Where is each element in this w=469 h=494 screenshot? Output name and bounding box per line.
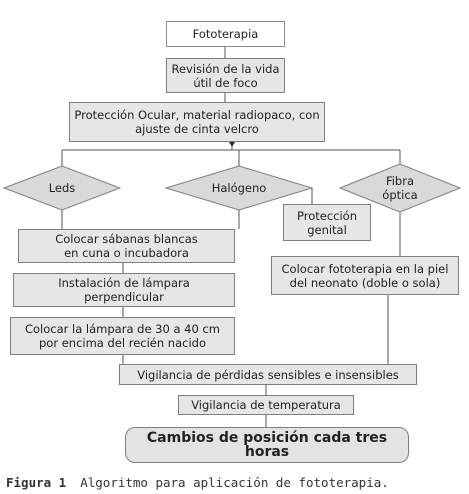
caption-label: Figura 1: [6, 475, 67, 490]
node-proteccion-genital: Protección genital: [283, 204, 371, 241]
node-cambios-posicion: Cambios de posición cada tres horas: [125, 427, 409, 463]
diamond-fibra-optica: [338, 163, 462, 213]
node-colocar-fototerapia-piel: Colocar fototerapia en la piel del neona…: [271, 256, 459, 295]
caption-text: Algoritmo para aplicación de fototerapia…: [80, 475, 389, 490]
diamond-leds: [2, 165, 122, 211]
node-vigilancia-perdidas: Vigilancia de pérdidas sensibles e insen…: [119, 364, 417, 385]
node-colocar-sabanas: Colocar sábanas blancas en cuna o incuba…: [18, 229, 235, 263]
node-revision-foco: Revisión de la vida útil de foco: [166, 58, 285, 93]
node-instalacion-lampara: Instalación de lámpara perpendicular: [13, 273, 235, 307]
label-leds: Leds: [48, 181, 76, 195]
node-vigilancia-temperatura: Vigilancia de temperatura: [178, 395, 354, 415]
label-halogeno: Halógeno: [211, 181, 267, 195]
node-fototerapia: Fototerapia: [166, 21, 285, 47]
node-proteccion-ocular: Protección Ocular, material radiopaco, c…: [69, 102, 325, 142]
diamond-halogeno: [164, 165, 314, 211]
figure-caption: Figura 1 Algoritmo para aplicación de fot…: [6, 475, 389, 490]
label-fibra-optica: Fibra óptica: [382, 174, 418, 202]
arrow-head: [229, 142, 235, 147]
node-colocar-lampara: Colocar la lámpara de 30 a 40 cm por enc…: [10, 317, 235, 355]
